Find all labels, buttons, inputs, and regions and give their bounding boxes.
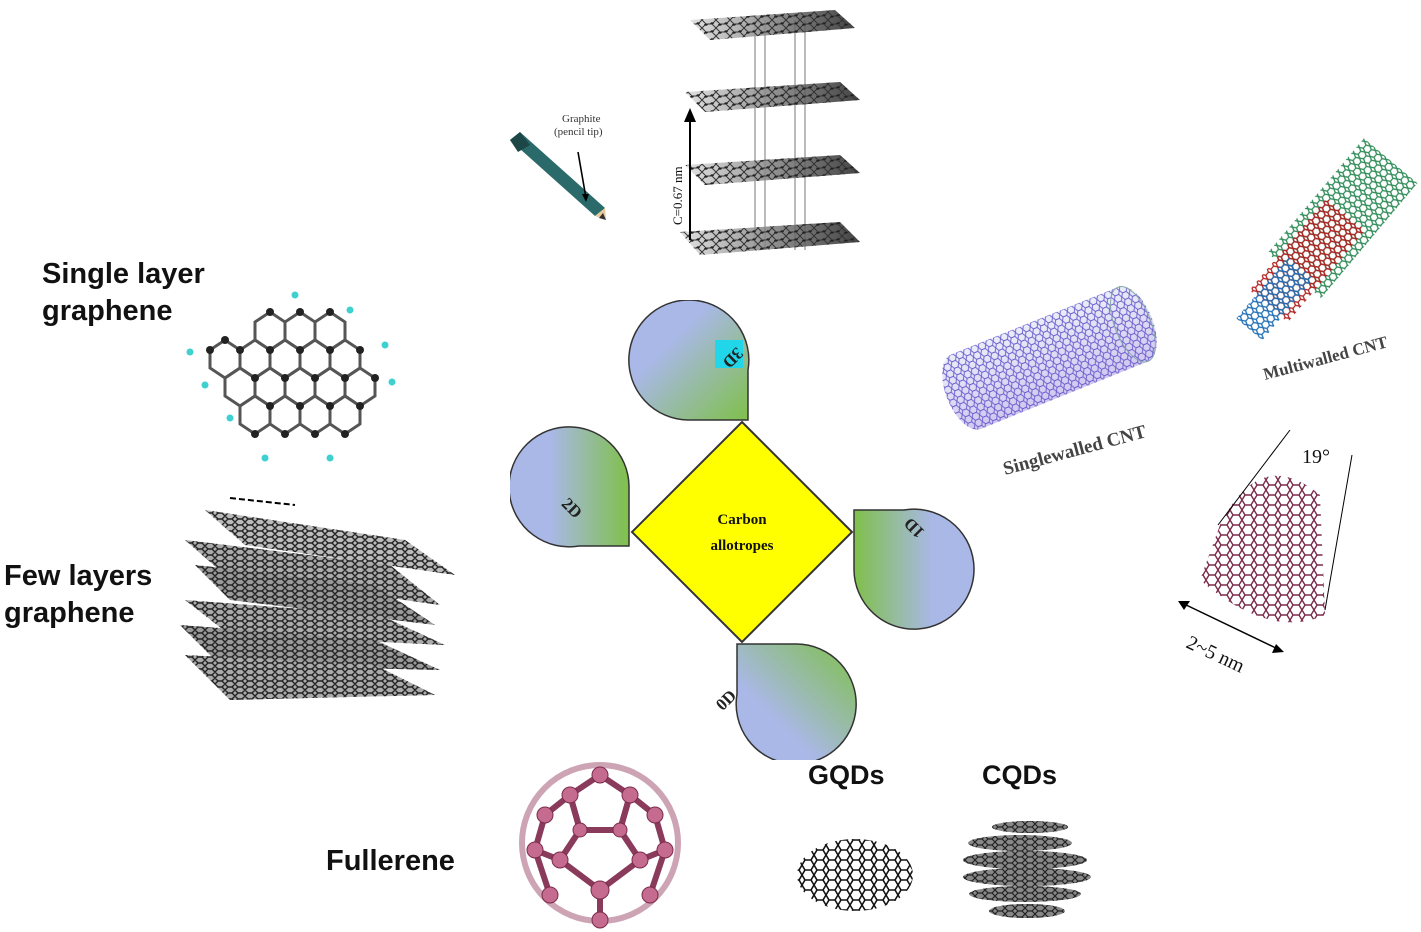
single-layer-graphene bbox=[186, 291, 396, 462]
angle-label: 19° bbox=[1302, 446, 1330, 468]
graphite-label-1: Graphite bbox=[562, 113, 601, 125]
petal-1d bbox=[853, 508, 975, 630]
petal-3d bbox=[628, 300, 750, 421]
multiwalled-cnt: Multiwalled CNT bbox=[1236, 138, 1418, 384]
gqd-flake bbox=[797, 839, 913, 911]
graphite-sheet bbox=[680, 222, 860, 255]
graphite-sheet bbox=[690, 10, 855, 40]
single-layer-label: Single layer graphene bbox=[42, 258, 205, 327]
conical-cnt: 19° 2~5 nm bbox=[1178, 429, 1353, 675]
few-layers-label: Few layers graphene bbox=[4, 560, 153, 629]
graphite-label-2: (pencil tip) bbox=[554, 126, 603, 138]
fullerene-molecule bbox=[519, 762, 681, 929]
spacing-label: C=0.67 nm bbox=[670, 166, 685, 225]
cqds-label: CQDs bbox=[982, 760, 1058, 790]
petal-2d bbox=[510, 426, 630, 548]
pencil-illustration: Graphite (pencil tip) bbox=[510, 113, 606, 220]
fullerene-label: Fullerene bbox=[326, 845, 455, 877]
graphite-sheet bbox=[685, 82, 860, 112]
center-label-line2: allotropes bbox=[710, 538, 773, 554]
gqds-label: GQDs bbox=[808, 760, 885, 790]
diameter-arrow bbox=[1178, 601, 1284, 653]
singlewalled-cnt: Singlewalled CNT bbox=[942, 286, 1157, 480]
center-label-line1: Carbon bbox=[717, 512, 767, 528]
cqd-stack bbox=[963, 821, 1091, 918]
graphite-layers: C=0.67 nm bbox=[670, 10, 860, 255]
few-layers-graphene bbox=[180, 497, 455, 700]
petal-3d-highlight bbox=[715, 340, 743, 368]
spacing-arrow bbox=[684, 108, 696, 240]
graphite-sheet bbox=[685, 155, 860, 185]
allotrope-diagram: Carbon allotropes 3D 2D 1D 0D bbox=[510, 300, 975, 760]
carbon-allotropes-diamond bbox=[630, 420, 854, 644]
diameter-label: 2~5 nm bbox=[1183, 632, 1248, 675]
singlewalled-label: Singlewalled CNT bbox=[1001, 421, 1149, 479]
multiwalled-label: Multiwalled CNT bbox=[1261, 332, 1390, 384]
petal-0d bbox=[735, 643, 857, 760]
